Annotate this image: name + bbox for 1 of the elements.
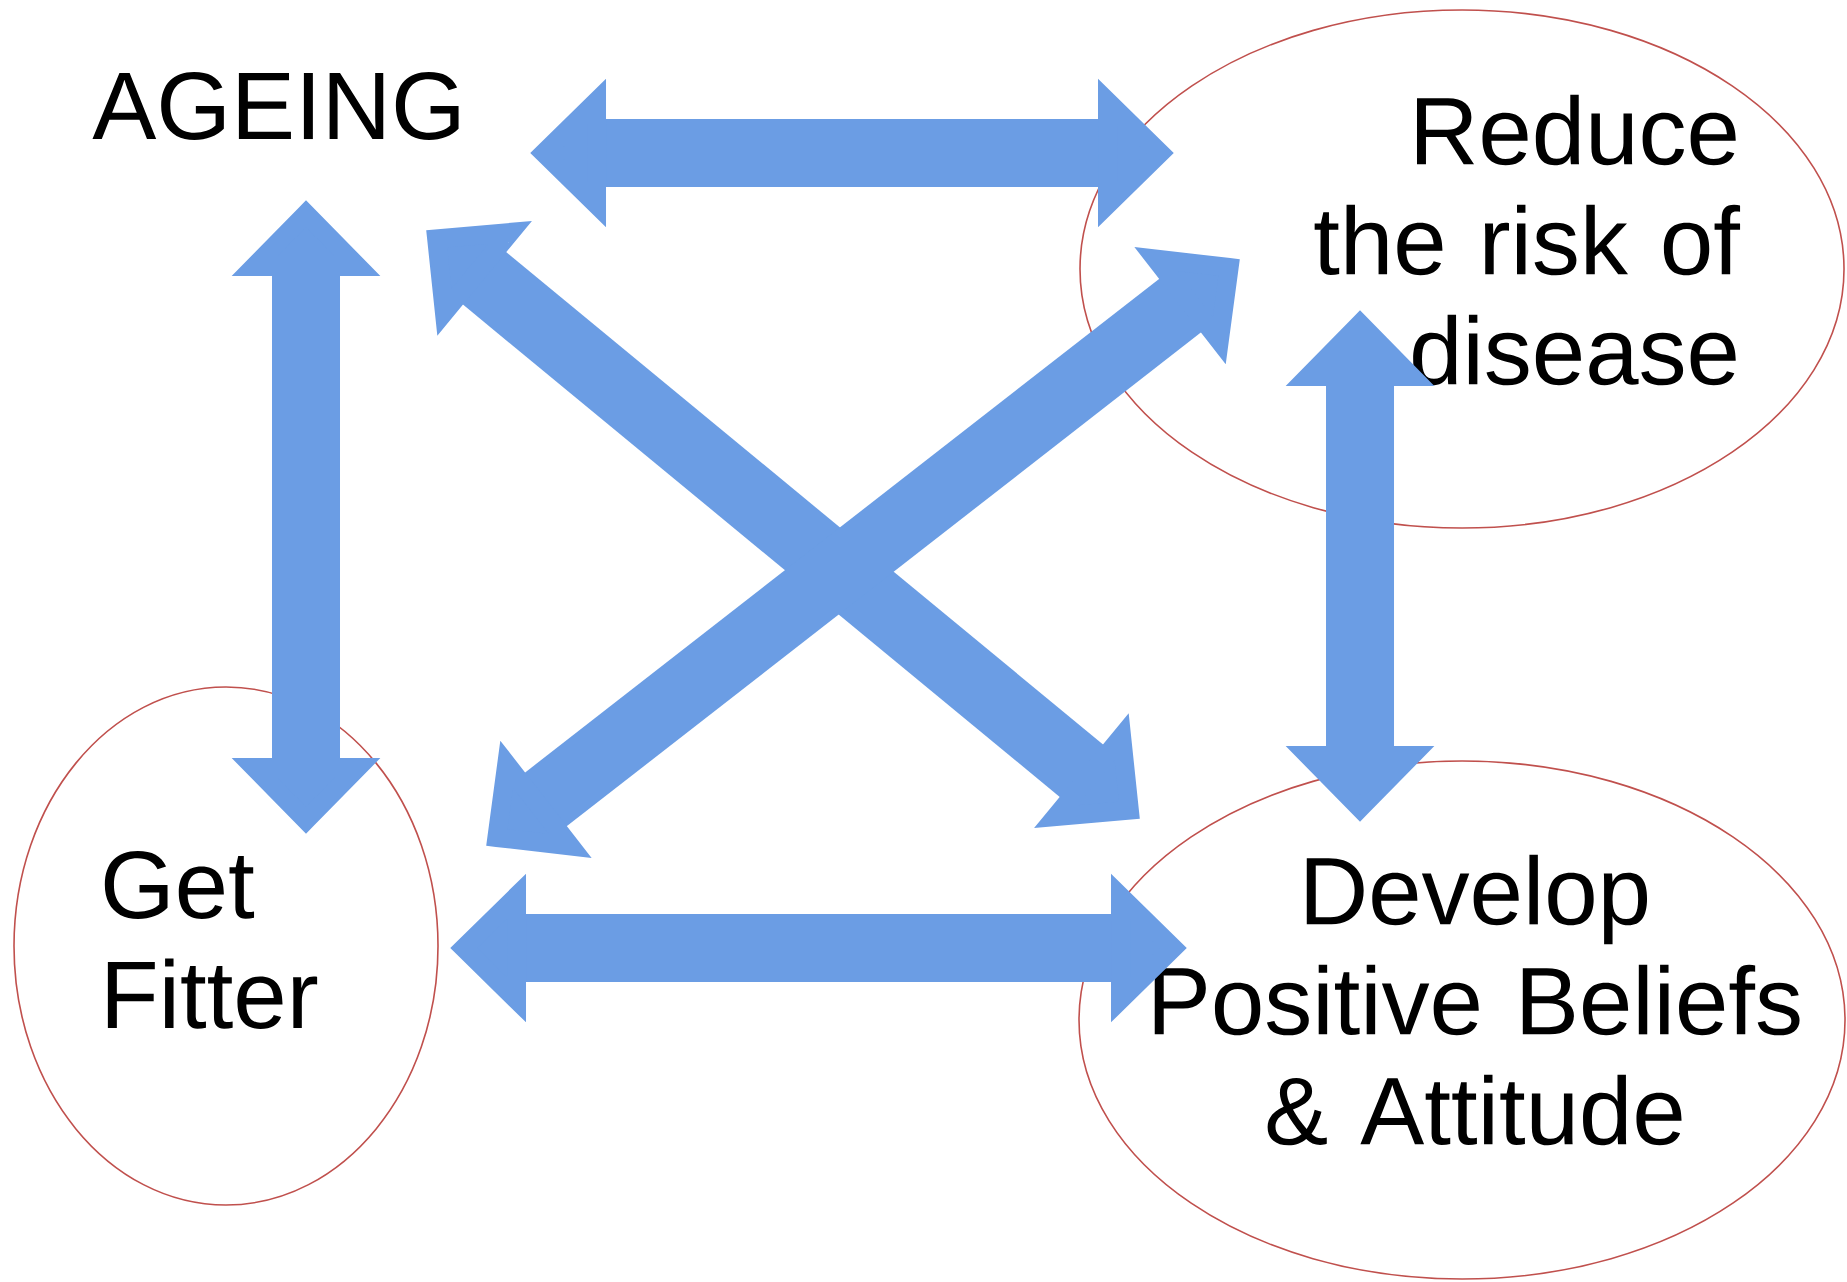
label-text: AGEING [92,72,459,140]
